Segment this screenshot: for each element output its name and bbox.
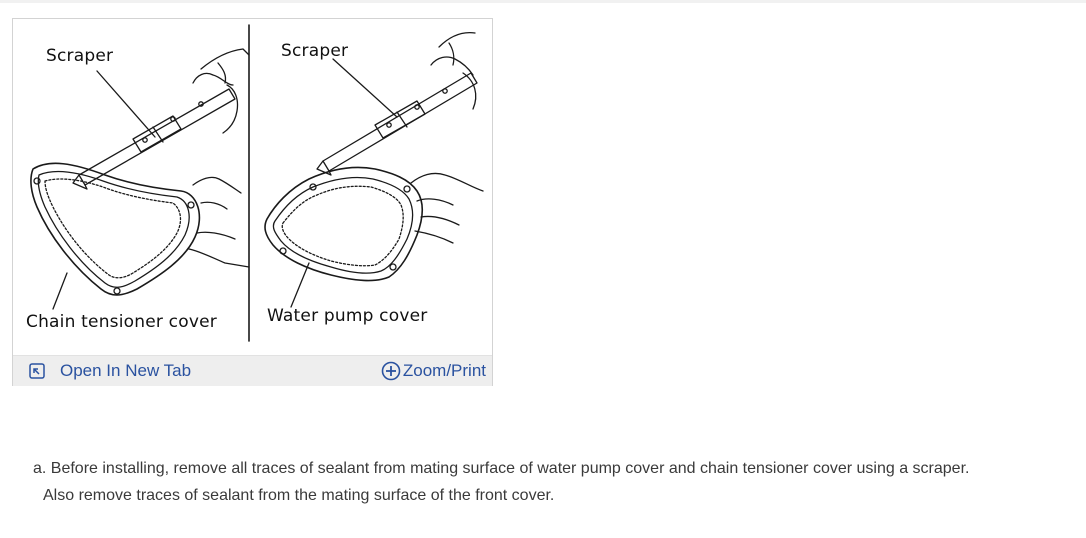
scraper-illustration bbox=[30, 24, 484, 342]
open-in-new-tab-icon bbox=[29, 363, 45, 379]
scraper-label-left: Scraper bbox=[46, 46, 114, 66]
open-in-new-tab-label: Open In New Tab bbox=[60, 361, 192, 380]
instruction-text: a. Before installing, remove all traces … bbox=[33, 455, 1078, 509]
instruction-line-2: Also remove traces of sealant from the m… bbox=[43, 487, 555, 504]
top-divider bbox=[0, 0, 1086, 3]
zoom-print-button[interactable]: Zoom/Print bbox=[381, 361, 486, 381]
figure-toolbar: Open In New Tab Zoom/Print bbox=[13, 355, 492, 386]
figure-card: Scraper Scraper Chain tensioner cover Wa… bbox=[12, 18, 493, 386]
chain-tensioner-cover-label: Chain tensioner cover bbox=[26, 312, 217, 332]
open-in-new-tab-button[interactable]: Open In New Tab bbox=[29, 361, 191, 381]
instruction-line-1: a. Before installing, remove all traces … bbox=[33, 460, 970, 477]
scraper-label-right: Scraper bbox=[281, 41, 349, 61]
water-pump-cover-label: Water pump cover bbox=[267, 306, 428, 326]
plus-circle-icon bbox=[381, 361, 401, 381]
zoom-print-label: Zoom/Print bbox=[402, 361, 486, 380]
